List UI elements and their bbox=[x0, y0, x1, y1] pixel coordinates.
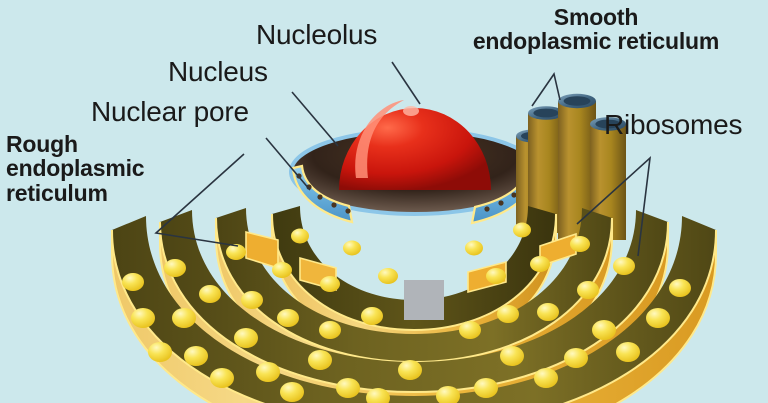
nucleus-group bbox=[288, 100, 542, 225]
leader-nucleolus bbox=[391, 61, 421, 105]
leader-nuclear-pore bbox=[265, 137, 311, 191]
nucleolus-specular bbox=[403, 106, 419, 116]
nucleolus-dome bbox=[339, 108, 491, 190]
smooth-er-tube-4 bbox=[590, 117, 626, 240]
leader-ribosomes bbox=[576, 155, 652, 257]
label-ribosomes: Ribosomes bbox=[604, 109, 743, 140]
nucleolus-highlight bbox=[355, 100, 404, 178]
leader-nucleus bbox=[291, 91, 339, 147]
rough-er-band-1 bbox=[111, 216, 717, 403]
rough-er-bands bbox=[111, 206, 717, 403]
ribosome-granules bbox=[122, 222, 691, 403]
label-nuclear-pore: Nuclear pore bbox=[91, 96, 249, 127]
leader-smooth-er bbox=[531, 72, 561, 107]
label-rough-endoplasmic-reticulum: Rough endoplasmic reticulum bbox=[6, 131, 145, 206]
label-nucleolus: Nucleolus bbox=[256, 19, 378, 50]
nuclear-envelope-left bbox=[291, 164, 354, 224]
leader-lines bbox=[154, 61, 652, 257]
label-nucleus: Nucleus bbox=[168, 56, 268, 87]
label-smooth-endoplasmic-reticulum: Smooth endoplasmic reticulum bbox=[472, 4, 720, 55]
leader-rough-er bbox=[154, 153, 245, 247]
